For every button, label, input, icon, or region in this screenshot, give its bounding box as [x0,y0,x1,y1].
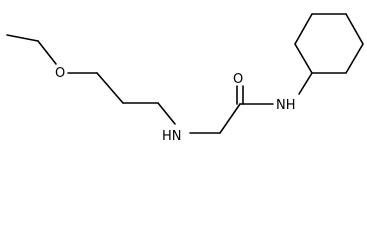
cyclohexane-ring [294,13,364,74]
atom-carbonyl-oxygen: O [233,72,243,87]
bond-ethyl-c1-c2 [6,34,39,42]
bond-propyl-c1-c2 [96,72,124,104]
bond-ethyl-c2-o [37,40,57,65]
bond-n-cyclohexyl [298,72,313,95]
bond-propyl-c3-n [157,102,176,125]
structure-canvas: O HN O NH [6,13,364,144]
molecule-diagram: O HN O NH [6,13,364,144]
atom-ether-oxygen: O [55,66,65,81]
bond-ch2-carbonyl [219,103,241,134]
atom-amine-nh: HN [162,129,182,144]
atom-amide-nh: NH [276,98,296,113]
